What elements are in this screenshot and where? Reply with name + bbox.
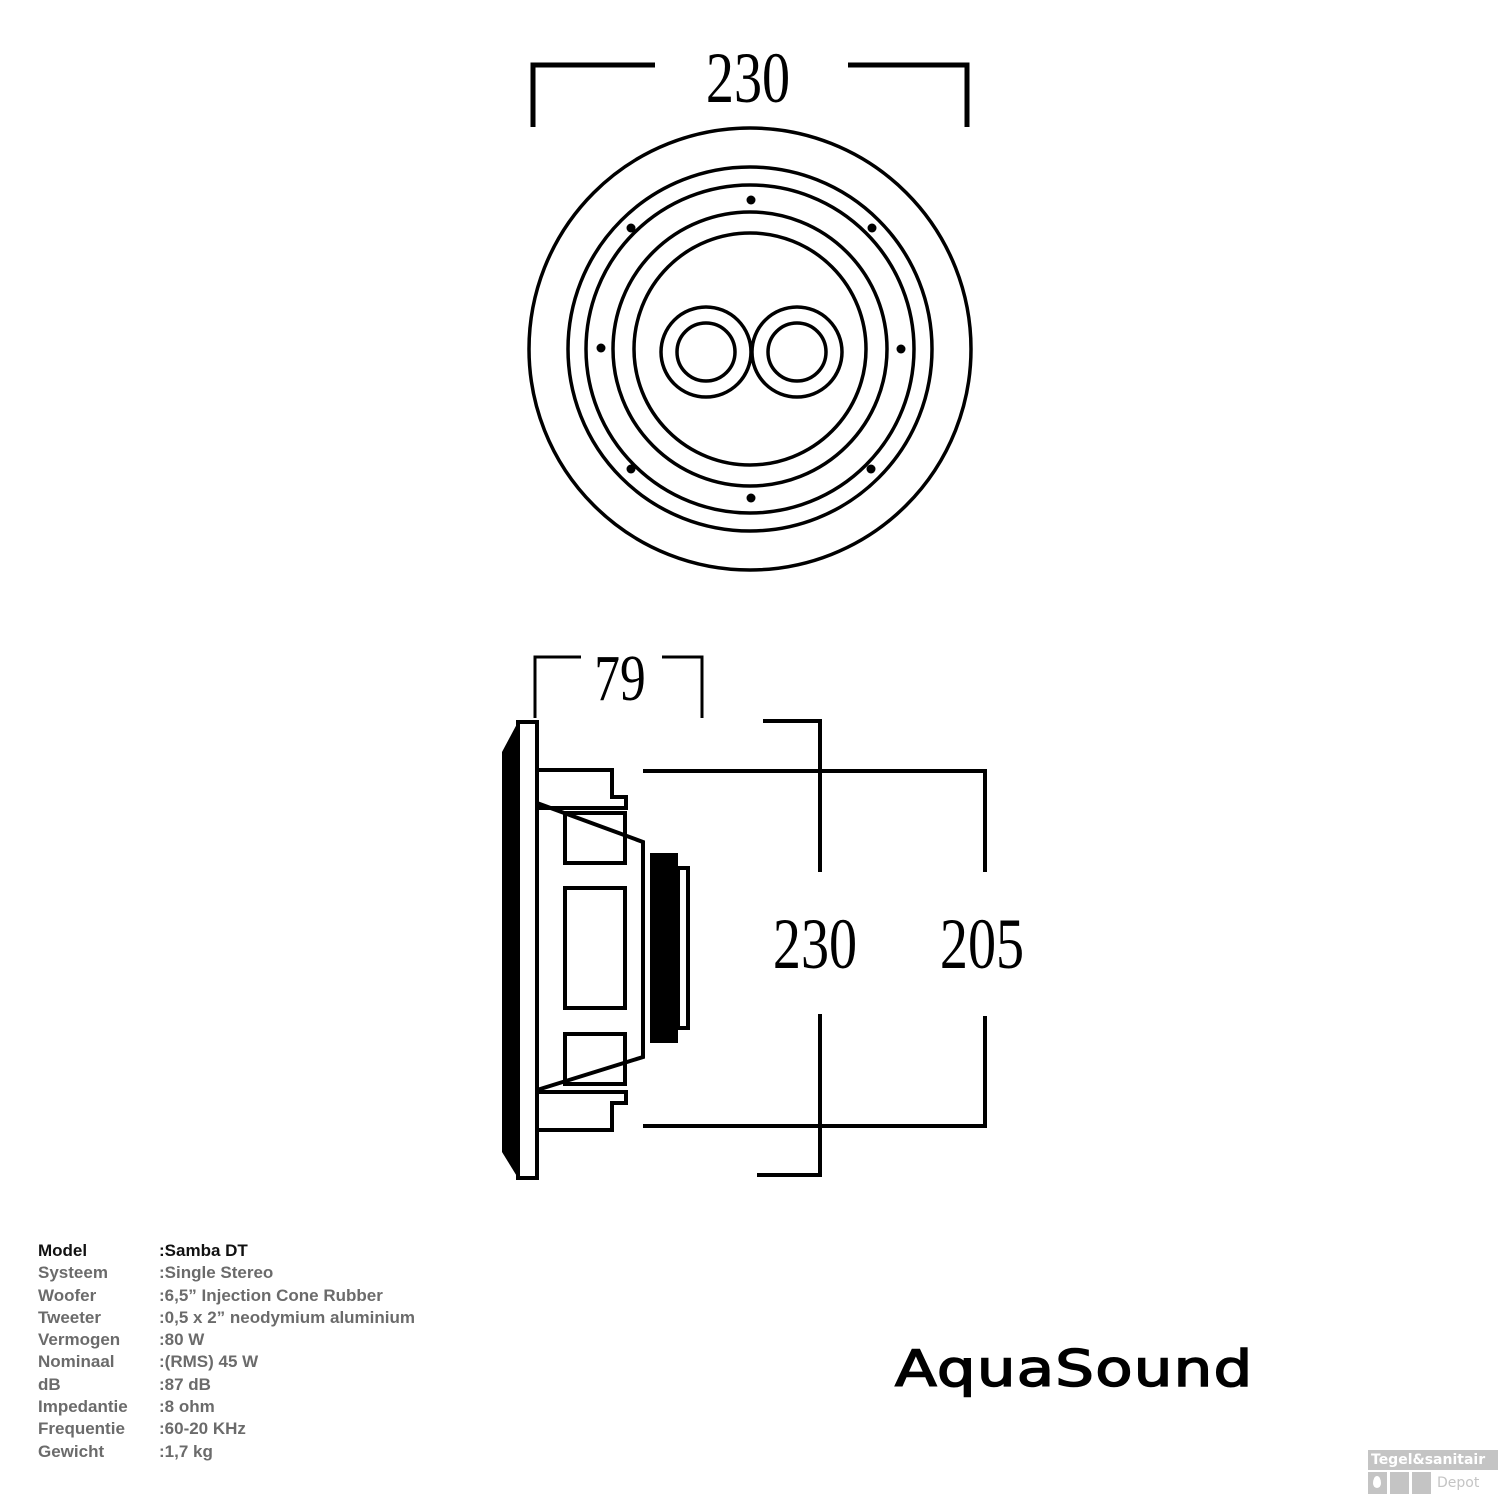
spec-value: :80 W: [159, 1330, 205, 1350]
spec-row-vermogen: Vermogen :80 W: [38, 1329, 415, 1351]
spec-label: Tweeter: [38, 1307, 101, 1327]
flange: [516, 720, 539, 1180]
side-cutout-label: 205: [940, 903, 1024, 983]
screw-icon: [596, 343, 606, 353]
spec-row-gewicht: Gewicht :1,7 kg: [38, 1441, 415, 1463]
side-depth-label: 79: [594, 641, 645, 715]
side-diameter-dimensions: [643, 719, 987, 1177]
spec-value: :(RMS) 45 W: [159, 1352, 259, 1372]
spec-row-tweeter: Tweeter :0,5 x 2” neodymium aluminium: [38, 1307, 415, 1329]
spec-label: Vermogen: [38, 1330, 121, 1350]
screw-icon: [867, 223, 877, 233]
outer-ring: [527, 126, 973, 572]
front-bezel: [502, 722, 518, 1178]
side-outer-diameter-label: 230: [773, 903, 857, 983]
front-width-dimension: [530, 62, 970, 127]
spec-value: :1,7 kg: [159, 1441, 213, 1461]
spec-label: Model: [38, 1241, 88, 1260]
cone: [536, 801, 645, 1092]
magnet-back-plate: [676, 866, 690, 1030]
side-depth-dimension: [533, 655, 704, 718]
screw-icon: [746, 195, 756, 205]
upper-bracket: [537, 768, 628, 810]
speaker-side-view: [502, 720, 690, 1180]
tile-icon: [1412, 1472, 1431, 1494]
aquasound-logo: AquaSound: [894, 1339, 1254, 1399]
spec-value: :Samba DT: [159, 1241, 248, 1260]
screw-icon: [746, 493, 756, 503]
spec-row-systeem: Systeem :Single Stereo: [38, 1262, 415, 1284]
tweeter-left-outer: [659, 305, 753, 399]
spec-label: Gewicht: [38, 1441, 105, 1461]
spec-label: Nominaal: [38, 1352, 115, 1372]
screw-icon: [866, 464, 876, 474]
tweeter-right-inner: [766, 321, 828, 383]
spec-table: Model :Samba DT Systeem :Single Stereo W…: [38, 1240, 415, 1463]
spec-label: Frequentie: [38, 1419, 125, 1439]
mounting-screws: [596, 195, 906, 503]
cone-window-middle: [563, 886, 627, 1010]
grille-ring-2: [584, 183, 916, 515]
screw-icon: [626, 464, 636, 474]
water-drop-icon: [1368, 1472, 1387, 1494]
woofer-ring: [632, 231, 868, 467]
front-width-label: 230: [706, 37, 790, 117]
cone-window-bottom: [563, 1032, 627, 1086]
lower-bracket: [537, 1090, 628, 1132]
spec-label: dB: [38, 1374, 61, 1394]
spec-value: :60-20 KHz: [159, 1419, 246, 1439]
spec-row-model: Model :Samba DT: [38, 1240, 415, 1262]
watermark-title: Tegel&sanitair: [1368, 1450, 1498, 1470]
magnet: [650, 853, 678, 1043]
watermark-footer: Depot: [1368, 1472, 1498, 1494]
cone-window-top: [563, 811, 627, 865]
spec-value: :0,5 x 2” neodymium aluminium: [159, 1307, 416, 1327]
screw-icon: [896, 344, 906, 354]
tile-icon: [1390, 1472, 1409, 1494]
spec-value: :8 ohm: [159, 1397, 215, 1417]
grille-ring-3: [611, 210, 889, 488]
spec-label: Woofer: [38, 1285, 97, 1305]
screw-icon: [626, 223, 636, 233]
spec-value: :87 dB: [159, 1374, 211, 1394]
spec-row-nominaal: Nominaal :(RMS) 45 W: [38, 1351, 415, 1373]
watermark-subtitle: Depot: [1437, 1475, 1480, 1491]
spec-label: Systeem: [38, 1263, 108, 1283]
spec-row-impedantie: Impedantie :8 ohm: [38, 1396, 415, 1418]
speaker-front-view: [527, 126, 973, 572]
tweeter-right-outer: [750, 305, 844, 399]
spec-row-woofer: Woofer :6,5” Injection Cone Rubber: [38, 1285, 415, 1307]
spec-value: :6,5” Injection Cone Rubber: [159, 1285, 383, 1305]
spec-label: Impedantie: [38, 1397, 128, 1417]
watermark: Tegel&sanitair Depot: [1368, 1450, 1498, 1498]
spec-value: :Single Stereo: [159, 1263, 274, 1283]
spec-row-frequentie: Frequentie :60-20 KHz: [38, 1418, 415, 1440]
tweeter-left-inner: [675, 321, 737, 383]
spec-row-db: dB :87 dB: [38, 1374, 415, 1396]
grille-ring-1: [566, 165, 934, 533]
